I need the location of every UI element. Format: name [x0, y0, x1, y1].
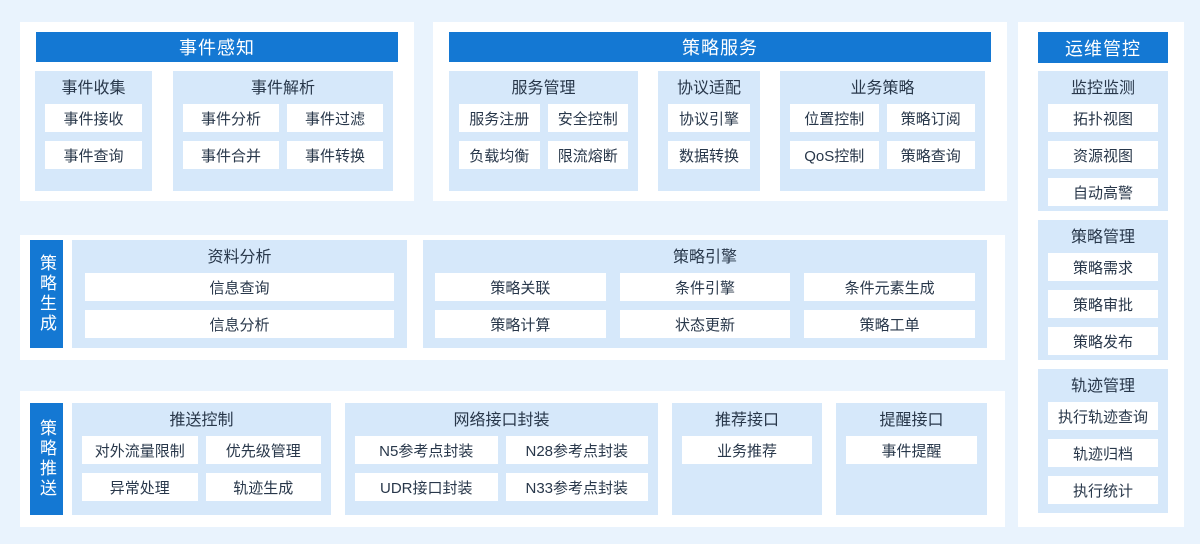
module-item: 策略查询	[886, 141, 975, 169]
module-item: 协议引擎	[668, 104, 750, 132]
module-item: 轨迹归档	[1048, 439, 1158, 467]
module-group-title: 策略管理	[1070, 229, 1135, 246]
module-item: 信息查询	[85, 273, 394, 301]
module-item: 位置控制	[790, 104, 879, 132]
module-group-recommend-interface: 推荐接口 业务推荐	[672, 403, 822, 515]
panel-event-header: 事件感知	[36, 32, 398, 62]
module-group-network-interface: 网络接口封装 N5参考点封装 N28参考点封装 UDR接口封装 N33参考点封装	[345, 403, 658, 515]
module-item: 事件提醒	[846, 436, 977, 464]
module-item: N5参考点封装	[355, 436, 498, 464]
module-item: 业务推荐	[682, 436, 812, 464]
module-grid: 拓扑视图 资源视图 自动高警	[1048, 104, 1158, 206]
module-grid: 事件提醒	[846, 436, 977, 464]
module-group-title: 网络接口封装	[453, 412, 550, 429]
module-group-protocol-adapt: 协议适配 协议引擎 数据转换	[658, 71, 760, 191]
module-item: 拓扑视图	[1048, 104, 1158, 132]
module-item: 轨迹生成	[205, 473, 321, 501]
module-item: 条件引擎	[619, 273, 791, 301]
module-group-title: 推送控制	[169, 412, 234, 429]
module-grid: 信息查询 信息分析	[85, 273, 394, 338]
panel-ops-body: 监控监测 拓扑视图 资源视图 自动高警 策略管理 策略需求 策略审批 策略发布 …	[1038, 71, 1168, 513]
panel-policy-service: 策略服务 服务管理 服务注册 安全控制 负载均衡 限流熔断 协议适配 协议引擎 …	[433, 22, 1007, 201]
module-item: 事件查询	[45, 141, 142, 169]
module-grid: 协议引擎 数据转换	[668, 104, 750, 169]
module-item: UDR接口封装	[355, 473, 498, 501]
module-item: 事件合并	[183, 141, 279, 169]
module-item: 事件转换	[287, 141, 383, 169]
module-item: 自动高警	[1048, 178, 1158, 206]
module-group-track-mgmt: 轨迹管理 执行轨迹查询 轨迹归档 执行统计	[1038, 369, 1168, 513]
module-item: 执行统计	[1048, 476, 1158, 504]
module-group-title: 提醒接口	[879, 412, 944, 429]
module-item: 策略计算	[435, 310, 606, 338]
module-item: 事件接收	[45, 104, 142, 132]
panel-event-body: 事件收集 事件接收 事件查询 事件解析 事件分析 事件过滤 事件合并 事件转换	[20, 62, 414, 201]
module-item: 限流熔断	[547, 141, 628, 169]
module-group-title: 资料分析	[207, 249, 272, 266]
module-item: 策略需求	[1048, 253, 1158, 281]
panel-service-body: 服务管理 服务注册 安全控制 负载均衡 限流熔断 协议适配 协议引擎 数据转换 …	[433, 62, 1007, 201]
module-item: 资源视图	[1048, 141, 1158, 169]
panel-service-header: 策略服务	[449, 32, 991, 62]
module-group-title: 业务策略	[850, 80, 915, 97]
module-item: 策略订阅	[886, 104, 975, 132]
module-item: N28参考点封装	[505, 436, 648, 464]
module-group-push-control: 推送控制 对外流量限制 优先级管理 异常处理 轨迹生成	[72, 403, 331, 515]
module-item: 安全控制	[547, 104, 628, 132]
module-grid: 对外流量限制 优先级管理 异常处理 轨迹生成	[82, 436, 321, 501]
module-group-title: 协议适配	[676, 80, 741, 97]
module-item: 优先级管理	[205, 436, 321, 464]
module-group-policy-mgmt: 策略管理 策略需求 策略审批 策略发布	[1038, 220, 1168, 360]
module-group-policy-engine: 策略引擎 策略关联 条件引擎 条件元素生成 策略计算 状态更新 策略工单	[423, 240, 987, 348]
row-label-policy-generation: 策略生成	[30, 240, 63, 348]
module-group-monitoring: 监控监测 拓扑视图 资源视图 自动高警	[1038, 71, 1168, 211]
module-item: 条件元素生成	[804, 273, 975, 301]
module-grid: 事件分析 事件过滤 事件合并 事件转换	[183, 104, 383, 169]
module-group-title: 服务管理	[511, 80, 576, 97]
module-group-business-policy: 业务策略 位置控制 策略订阅 QoS控制 策略查询	[780, 71, 985, 191]
module-item: 数据转换	[668, 141, 750, 169]
band-policy-generation: 策略生成 资料分析 信息查询 信息分析 策略引擎 策略关联 条件引擎 条件元素生…	[20, 235, 1005, 360]
module-grid: N5参考点封装 N28参考点封装 UDR接口封装 N33参考点封装	[355, 436, 648, 501]
panel-ops-management: 运维管控 监控监测 拓扑视图 资源视图 自动高警 策略管理 策略需求 策略审批 …	[1018, 22, 1184, 527]
module-item: 策略审批	[1048, 290, 1158, 318]
module-group-title: 事件解析	[250, 80, 315, 97]
module-group-service-mgmt: 服务管理 服务注册 安全控制 负载均衡 限流熔断	[449, 71, 638, 191]
module-group-title: 事件收集	[61, 80, 126, 97]
module-group-reminder-interface: 提醒接口 事件提醒	[836, 403, 987, 515]
module-item: 服务注册	[459, 104, 540, 132]
module-item: N33参考点封装	[505, 473, 648, 501]
module-item: 信息分析	[85, 310, 394, 338]
module-grid: 服务注册 安全控制 负载均衡 限流熔断	[459, 104, 628, 169]
module-item: QoS控制	[790, 141, 879, 169]
module-item: 策略发布	[1048, 327, 1158, 355]
module-item: 负载均衡	[459, 141, 540, 169]
module-grid: 策略关联 条件引擎 条件元素生成 策略计算 状态更新 策略工单	[435, 273, 975, 338]
module-group-title: 轨迹管理	[1070, 378, 1135, 395]
module-item: 执行轨迹查询	[1048, 402, 1158, 430]
module-item: 策略工单	[804, 310, 975, 338]
module-grid: 业务推荐	[682, 436, 812, 464]
module-group-data-analysis: 资料分析 信息查询 信息分析	[72, 240, 407, 348]
module-grid: 策略需求 策略审批 策略发布	[1048, 253, 1158, 355]
module-grid: 执行轨迹查询 轨迹归档 执行统计	[1048, 402, 1158, 504]
module-item: 对外流量限制	[82, 436, 198, 464]
module-item: 状态更新	[619, 310, 791, 338]
panel-ops-header: 运维管控	[1038, 32, 1168, 63]
row-label-policy-push: 策略推送	[30, 403, 63, 515]
module-item: 事件过滤	[287, 104, 383, 132]
module-group-event-parse: 事件解析 事件分析 事件过滤 事件合并 事件转换	[173, 71, 393, 191]
band-policy-push: 策略推送 推送控制 对外流量限制 优先级管理 异常处理 轨迹生成 网络接口封装 …	[20, 391, 1005, 527]
module-group-event-collect: 事件收集 事件接收 事件查询	[35, 71, 152, 191]
panel-event-perception: 事件感知 事件收集 事件接收 事件查询 事件解析 事件分析 事件过滤 事件合并 …	[20, 22, 414, 201]
module-item: 事件分析	[183, 104, 279, 132]
module-grid: 事件接收 事件查询	[45, 104, 142, 169]
module-group-title: 推荐接口	[714, 412, 779, 429]
module-group-title: 监控监测	[1070, 80, 1135, 97]
module-group-title: 策略引擎	[672, 249, 737, 266]
module-grid: 位置控制 策略订阅 QoS控制 策略查询	[790, 104, 975, 169]
module-item: 策略关联	[435, 273, 606, 301]
module-item: 异常处理	[82, 473, 198, 501]
